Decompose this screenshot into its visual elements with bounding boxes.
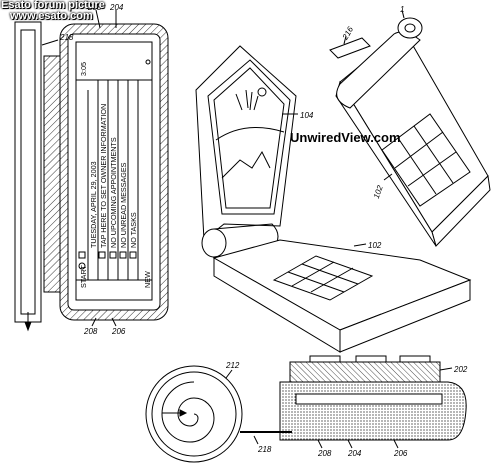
ref-104: 104 (300, 111, 314, 120)
screen-line-2: TAP HERE TO SET OWNER INFORMATION (99, 104, 108, 248)
ref-218-bottom: 218 (257, 445, 272, 454)
figure-flip-phone (195, 45, 472, 353)
ref-102-mid: 102 (368, 241, 382, 250)
screen-line-4: NO UNREAD MESSAGES (119, 162, 128, 248)
site-caption: UnwiredView.com (290, 130, 401, 145)
figure-unrolled-display (14, 9, 169, 332)
watermark-line-2: www.esato.com (10, 10, 93, 22)
ref-206-bottom: 206 (111, 327, 126, 336)
screen-start: START (79, 264, 88, 288)
screen-time: 3:05 (79, 62, 88, 76)
ref-216: 216 (340, 25, 355, 42)
ref-1: 1 (400, 5, 404, 14)
ref-202: 202 (453, 365, 468, 374)
figure-rolled-display (329, 9, 491, 247)
watermark-line-1: Esato forum picture (1, 0, 105, 11)
ref-212: 212 (225, 361, 240, 370)
screen-line-1: TUESDAY, APRIL 29, 2003 (89, 161, 98, 248)
ref-208-slab: 208 (317, 449, 332, 458)
ref-204-slab: 204 (347, 449, 362, 458)
ref-218-top: 218 (59, 33, 74, 42)
phone-screen-text: START NEW 3:05 TUESDAY, APRIL 29, 2003 T… (79, 62, 152, 288)
figure-cross-section (279, 355, 467, 449)
screen-line-5: NO TASKS (129, 212, 138, 248)
ref-206-slab: 206 (393, 449, 408, 458)
screen-line-3: NO UPCOMING APPOINTMENTS (109, 137, 118, 248)
ref-102-right: 102 (372, 184, 385, 200)
ref-208-bottom: 208 (83, 327, 98, 336)
ref-208-top: 208 (87, 3, 102, 12)
screen-new: NEW (143, 271, 152, 288)
ref-204-top: 204 (109, 3, 124, 12)
